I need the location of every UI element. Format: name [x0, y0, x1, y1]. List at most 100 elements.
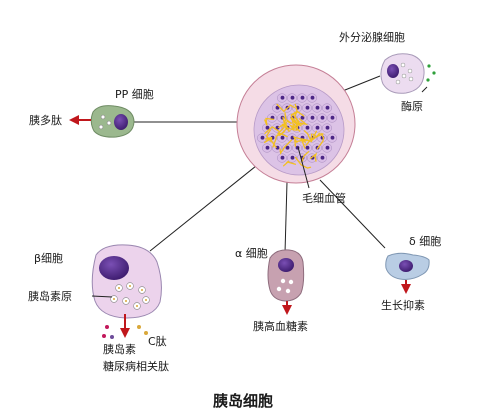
- beta-granule-cores: [113, 285, 147, 307]
- alpha-cell-label: α 细胞: [235, 247, 268, 260]
- islet-cell-nucleus: [330, 115, 335, 120]
- alpha-cell-body: [267, 249, 305, 302]
- capillary-segment: [294, 156, 312, 169]
- islet-cell-nucleus: [275, 145, 280, 150]
- islet-cell-nucleus: [280, 135, 285, 140]
- insulin-label: 胰岛素: [103, 342, 136, 356]
- islet-cell-nucleus: [290, 155, 295, 160]
- capillary-segment: [294, 103, 301, 126]
- islet-cell-nucleus: [300, 95, 305, 100]
- connector-lines: [132, 75, 386, 254]
- capillary-segment: [264, 136, 277, 149]
- islet-cell-nucleus: [330, 135, 335, 140]
- islet-cell-nucleus: [285, 145, 290, 150]
- line-to-delta-cell: [319, 179, 386, 249]
- capillary-segment: [276, 126, 288, 138]
- capillary-segment: [276, 103, 295, 113]
- islet-cell-nucleus: [265, 125, 270, 130]
- islet-cell-nucleus: [320, 115, 325, 120]
- exocrine-cell-body: [380, 53, 425, 94]
- capillary-segment: [282, 160, 297, 167]
- beta-cell-body: [91, 244, 162, 319]
- capillary-segment: [264, 126, 280, 134]
- line-to-alpha-cell: [284, 181, 288, 254]
- islet-cell-nucleus: [325, 145, 330, 150]
- delta-cell-label: δ 细胞: [409, 235, 441, 248]
- exocrine-nucleus: [387, 64, 399, 78]
- islet-cell-nucleus: [305, 125, 310, 130]
- proinsulin-pointer: [91, 295, 113, 298]
- islet-cell-nucleus: [280, 95, 285, 100]
- capillary-callout: 毛细血管: [297, 146, 346, 205]
- insulin-dots: [102, 325, 148, 339]
- capillary-label: 毛细血管: [302, 191, 346, 205]
- islet-cell-nucleus: [280, 155, 285, 160]
- islet-cell-nucleus: [315, 125, 320, 130]
- pp-cell-label: PP 细胞: [115, 88, 154, 101]
- beta-cell-label: β细胞: [34, 252, 63, 265]
- islet-cell-nucleus: [260, 135, 265, 140]
- delta-nucleus: [399, 260, 413, 272]
- beta-nucleus: [99, 256, 129, 280]
- somatostatin-label: 生长抑素: [381, 298, 425, 312]
- exocrine-granule: [407, 68, 413, 74]
- pp-granule: [100, 114, 106, 120]
- capillary-segment: [310, 130, 318, 143]
- islet-cell-nucleus: [290, 95, 295, 100]
- islet-cell-nucleus: [265, 145, 270, 150]
- pp-granule: [106, 120, 112, 126]
- beta-cell: β细胞 胰岛素原 胰岛素 C肽 糖尿病相关肽: [28, 244, 169, 373]
- alpha-cell: α 细胞 胰高血糖素: [235, 247, 308, 333]
- diabetes-peptide-label: 糖尿病相关肽: [103, 359, 169, 373]
- exocrine-granule: [408, 76, 414, 82]
- pp-nucleus: [114, 114, 128, 130]
- islet-cell-nucleus: [275, 105, 280, 110]
- capillary-segment: [290, 110, 305, 124]
- exocrine-granule: [395, 79, 401, 85]
- exocrine-cell-label: 外分泌腺细胞: [339, 30, 405, 44]
- capillary-pointer: [297, 146, 310, 189]
- enzyme-dot: [432, 71, 436, 75]
- capillary-network: [263, 103, 325, 169]
- delta-cell: δ 细胞 生长抑素: [381, 235, 441, 312]
- pancreatic-polypeptide-label: 胰多肽: [29, 113, 62, 127]
- alpha-granule: [280, 278, 286, 284]
- islet-cell-nucleus: [315, 105, 320, 110]
- islet-cell-nucleus: [320, 155, 325, 160]
- capillary-segment: [292, 136, 307, 144]
- enzyme-pointer: [421, 86, 428, 93]
- islet-cell-nucleus: [305, 145, 310, 150]
- alpha-granule: [288, 279, 294, 285]
- pp-cell: PP 细胞 胰多肽: [29, 88, 154, 138]
- islet-cell-nucleus: [300, 115, 305, 120]
- capillary-segment: [300, 138, 310, 149]
- exocrine-granule: [400, 62, 406, 68]
- capillary-segment: [309, 152, 318, 162]
- islet-cell-nucleus: [310, 95, 315, 100]
- capillary-segment: [278, 122, 291, 132]
- capillary-segment: [264, 117, 275, 126]
- proinsulin-label: 胰岛素原: [28, 289, 72, 303]
- capillary-segment: [303, 130, 312, 146]
- capillary-segment: [292, 121, 301, 132]
- islet-cell-nucleus: [325, 105, 330, 110]
- capillary-segment: [279, 116, 287, 137]
- pp-granule: [98, 124, 104, 130]
- capillary-segment: [316, 132, 325, 150]
- islet-cell-nucleus: [325, 125, 330, 130]
- alpha-nucleus: [278, 258, 294, 272]
- exocrine-granule: [401, 73, 407, 79]
- capillary-segment: [298, 118, 309, 126]
- enzyme-dot: [427, 64, 431, 68]
- enzyme-label: 酶原: [401, 100, 423, 113]
- islet-cell-nucleus: [310, 115, 315, 120]
- line-to-beta-cell: [149, 161, 262, 252]
- exocrine-cell: 外分泌腺细胞 酶原: [339, 30, 436, 113]
- enzyme-dot: [426, 78, 430, 82]
- alpha-granule: [276, 286, 282, 292]
- diagram-title: 胰岛细胞: [213, 392, 273, 410]
- islet-cell-nucleus: [305, 105, 310, 110]
- c-peptide-label: C肽: [148, 334, 167, 348]
- capillary-segment: [284, 112, 292, 125]
